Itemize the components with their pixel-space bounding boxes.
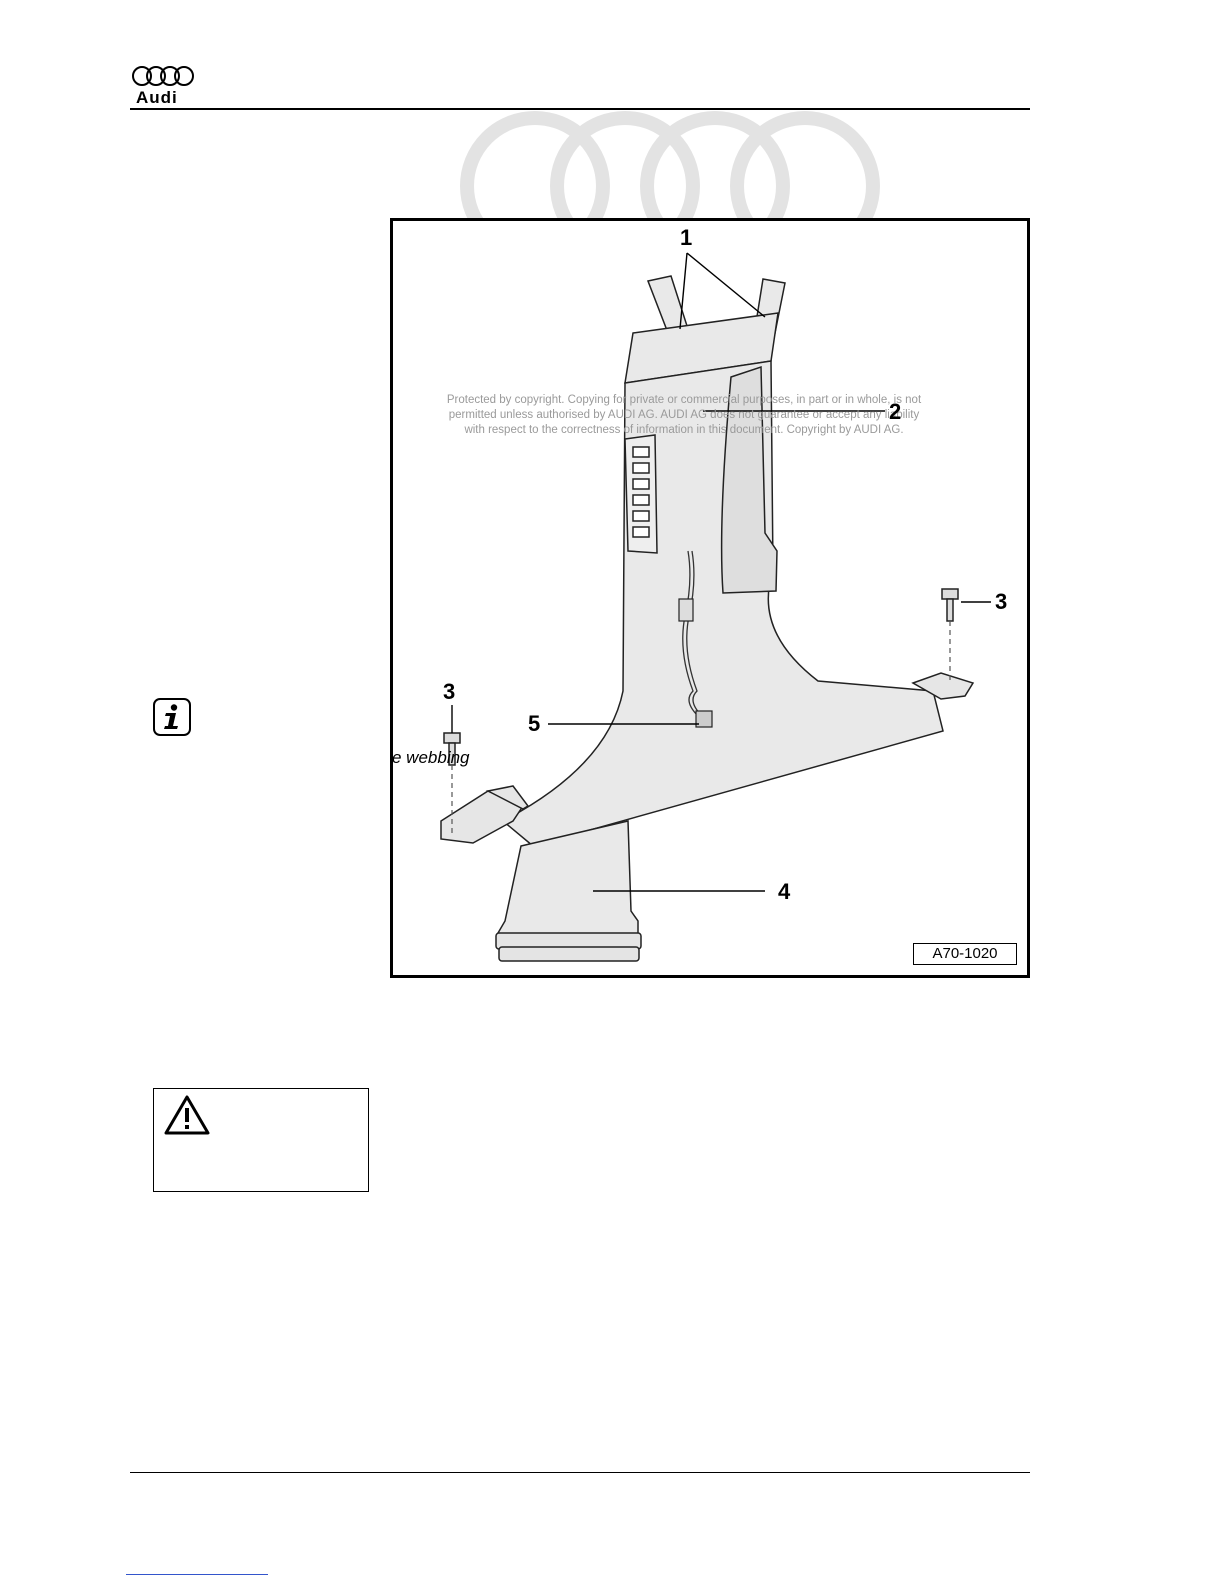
diagram-b-pillar-trim: Protected by copyright. Copying for priv… bbox=[390, 218, 1030, 978]
copyright-line-2: permitted unless authorised by AUDI AG. … bbox=[448, 409, 920, 421]
copyright-line-3: with respect to the correctness of infor… bbox=[464, 424, 904, 436]
header-divider bbox=[130, 108, 1030, 110]
logo-wordmark: Audi bbox=[136, 88, 178, 107]
callout-1: 1 bbox=[680, 225, 693, 250]
info-icon bbox=[153, 698, 191, 736]
footer-link-underline[interactable] bbox=[126, 1574, 268, 1575]
callout-4: 4 bbox=[778, 879, 791, 904]
warning-box bbox=[153, 1088, 369, 1192]
pillar-illustration bbox=[440, 252, 991, 962]
callout-5: 5 bbox=[528, 711, 541, 736]
audi-logo bbox=[132, 66, 194, 86]
callout-2: 2 bbox=[889, 399, 902, 424]
warning-icon bbox=[164, 1095, 210, 1135]
figure-code: A70-1020 bbox=[913, 943, 1017, 965]
copyright-line-1: Protected by copyright. Copying for priv… bbox=[446, 394, 922, 406]
copyright-notice: Protected by copyright. Copying for priv… bbox=[419, 393, 949, 438]
footer-divider bbox=[130, 1472, 1030, 1473]
partial-caption-text: e webbing bbox=[392, 748, 470, 767]
callout-3-left: 3 bbox=[443, 679, 456, 704]
callout-3-right: 3 bbox=[995, 589, 1008, 614]
